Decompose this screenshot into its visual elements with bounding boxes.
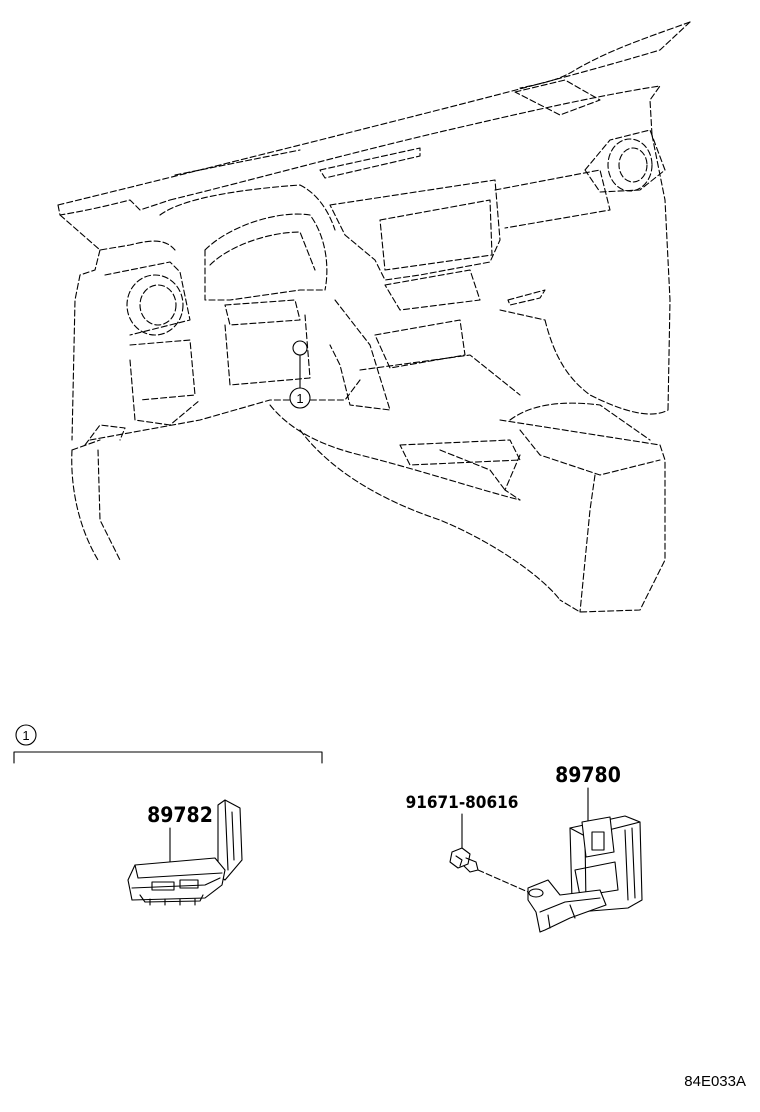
callout-circle-icon [289,387,311,409]
location-marker-icon [292,340,308,356]
part-89780: 89780 [527,763,643,933]
bolt-icon [449,847,479,873]
part-number-91671-80616: 91671-80616 [406,793,519,813]
module-89780-icon [527,815,643,933]
section-callout-icon [15,724,37,746]
callout-marker-label: 1 [296,391,303,406]
section-header: 1 [13,724,323,764]
part-number-89782: 89782 [147,803,213,827]
dashboard-callout: 1 [289,340,311,409]
section-bracket [13,751,323,764]
module-89782-icon [127,799,243,906]
part-89782: 89782 [127,799,243,906]
part-number-89780: 89780 [555,763,621,787]
section-label: 1 [22,728,29,743]
bolt-91671-80616: 91671-80616 [406,793,529,893]
dashboard-illustration [57,21,691,613]
figure-code: 84E033A [684,1073,746,1090]
